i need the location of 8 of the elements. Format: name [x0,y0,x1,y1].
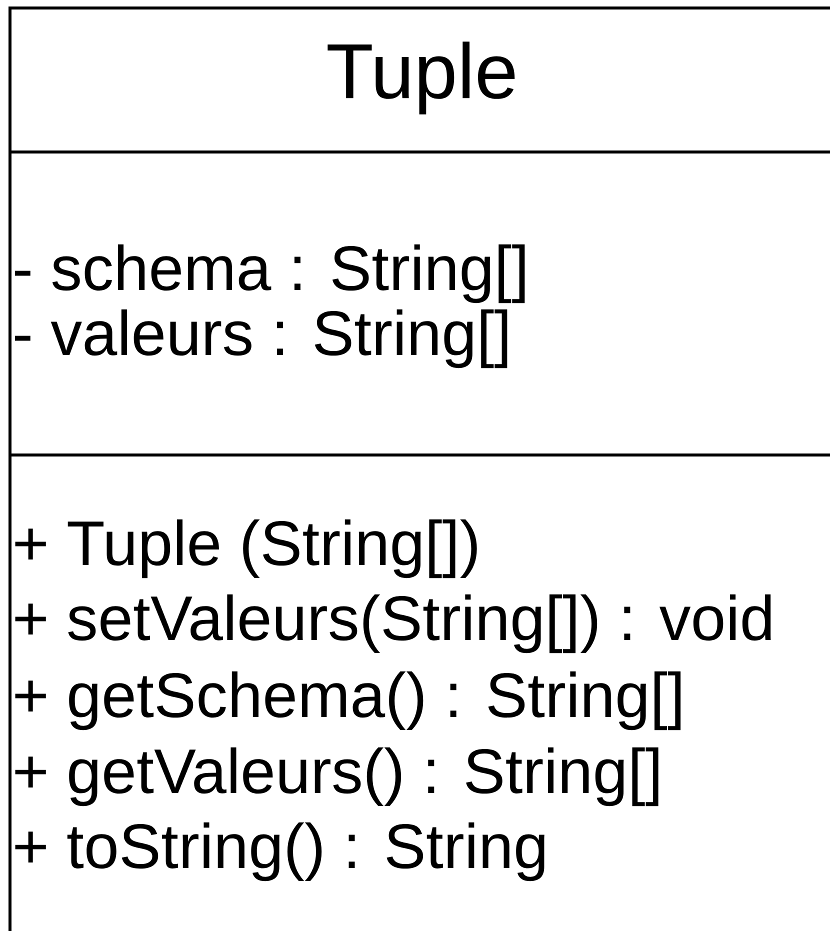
method-text: + Tuple (String[]) [15,519,477,578]
attribute-text: - valeurs : String[] [15,309,508,368]
method-text: + getValeurs() : String[] [15,747,658,806]
method-text: + toString() : String [15,822,544,882]
method-text: + getSchema() : String[] [15,671,681,730]
method-text: + setValeurs(String[]) : void [15,594,771,654]
attribute-text: - schema : String[] [15,244,525,304]
class-name: Tuple [328,42,515,114]
